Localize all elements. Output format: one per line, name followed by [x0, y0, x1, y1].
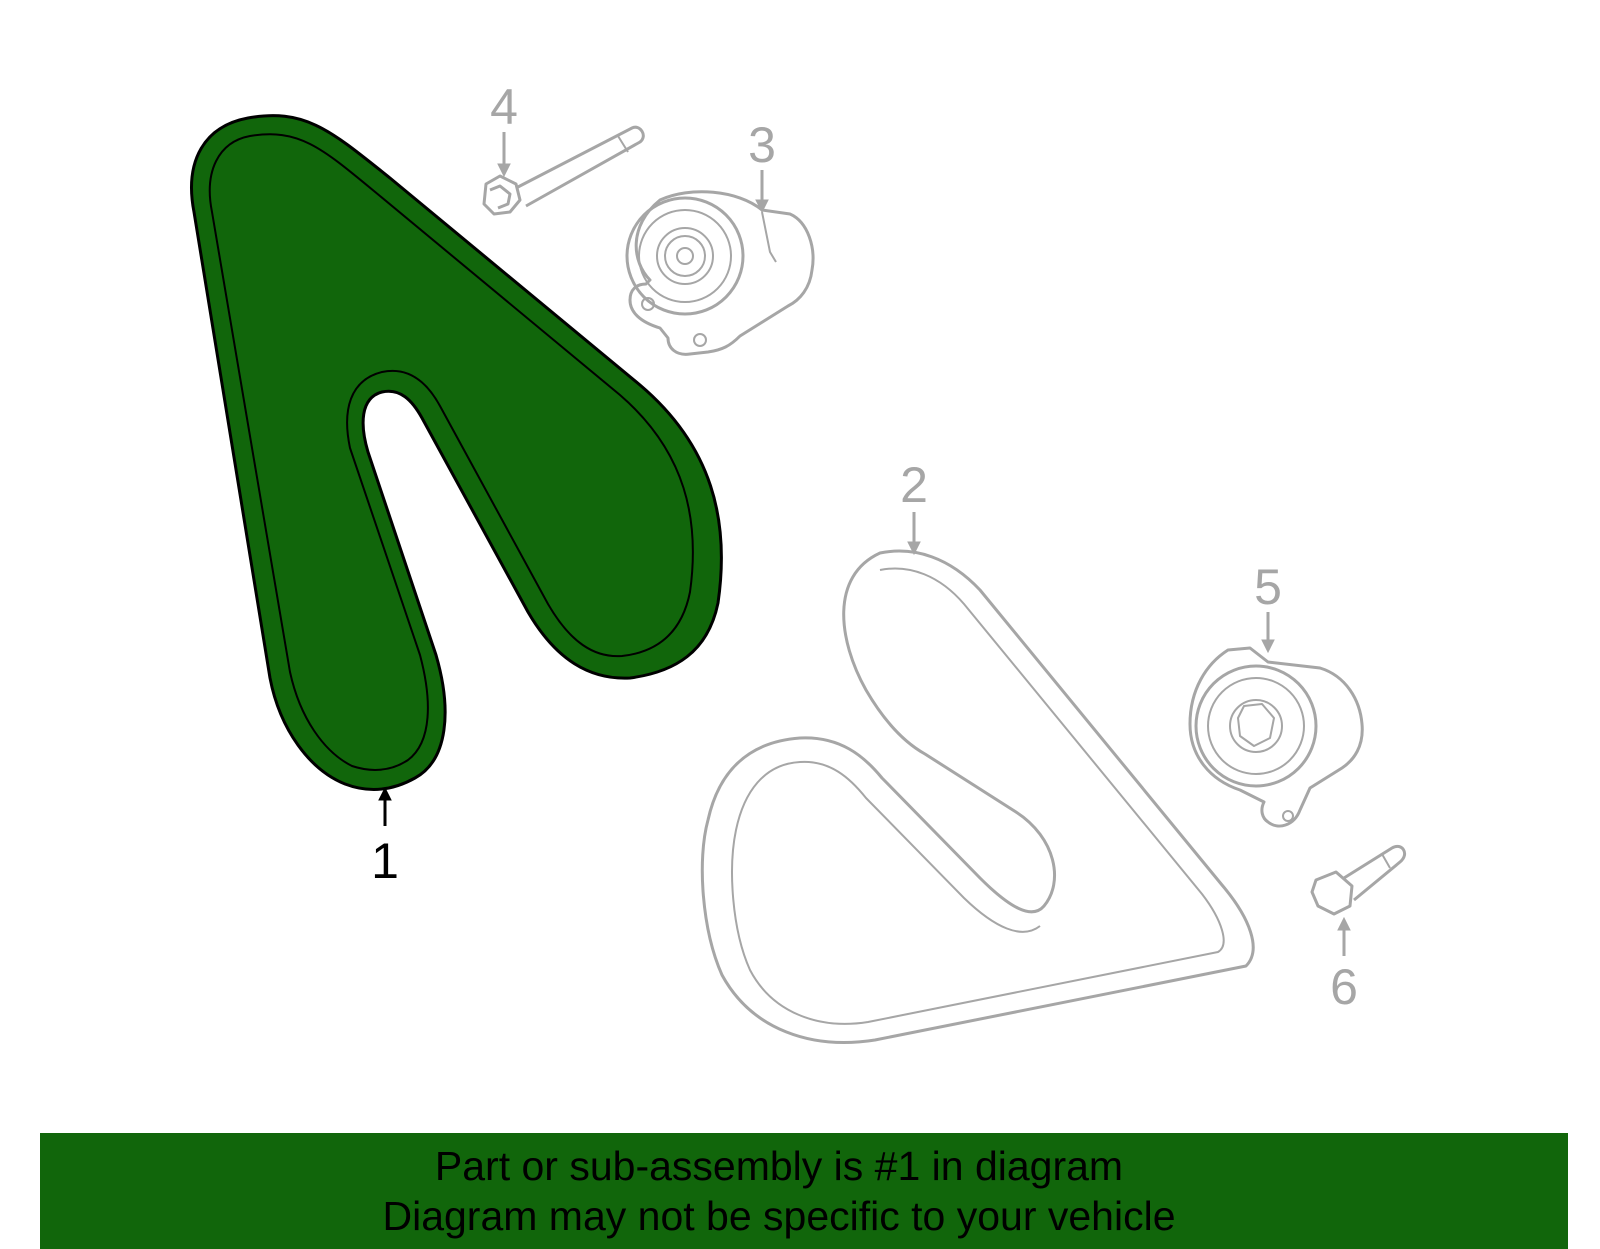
callout-4: 4	[490, 79, 518, 135]
banner-line-2: Diagram may not be specific to your vehi…	[382, 1193, 1176, 1239]
leader-3	[755, 170, 769, 214]
idler-pulley	[1188, 646, 1364, 828]
belt	[700, 549, 1255, 1044]
callout-6: 6	[1330, 959, 1358, 1015]
bolt-4	[482, 125, 645, 216]
banner-line-1: Part or sub-assembly is #1 in diagram	[434, 1143, 1124, 1189]
callout-5: 5	[1254, 559, 1282, 615]
info-banner: Part or sub-assembly is #1 in diagram Di…	[40, 1133, 1568, 1249]
leader-1	[378, 786, 392, 826]
leader-4	[497, 132, 511, 178]
callout-3: 3	[748, 117, 776, 173]
callout-2: 2	[900, 457, 928, 513]
leader-5	[1261, 612, 1275, 654]
tensioner	[625, 190, 815, 356]
callout-1: 1	[371, 833, 399, 889]
highlighted-belt[interactable]	[190, 114, 723, 791]
leader-6	[1337, 916, 1351, 956]
leader-2	[907, 512, 921, 556]
bolt-6	[1310, 845, 1406, 916]
